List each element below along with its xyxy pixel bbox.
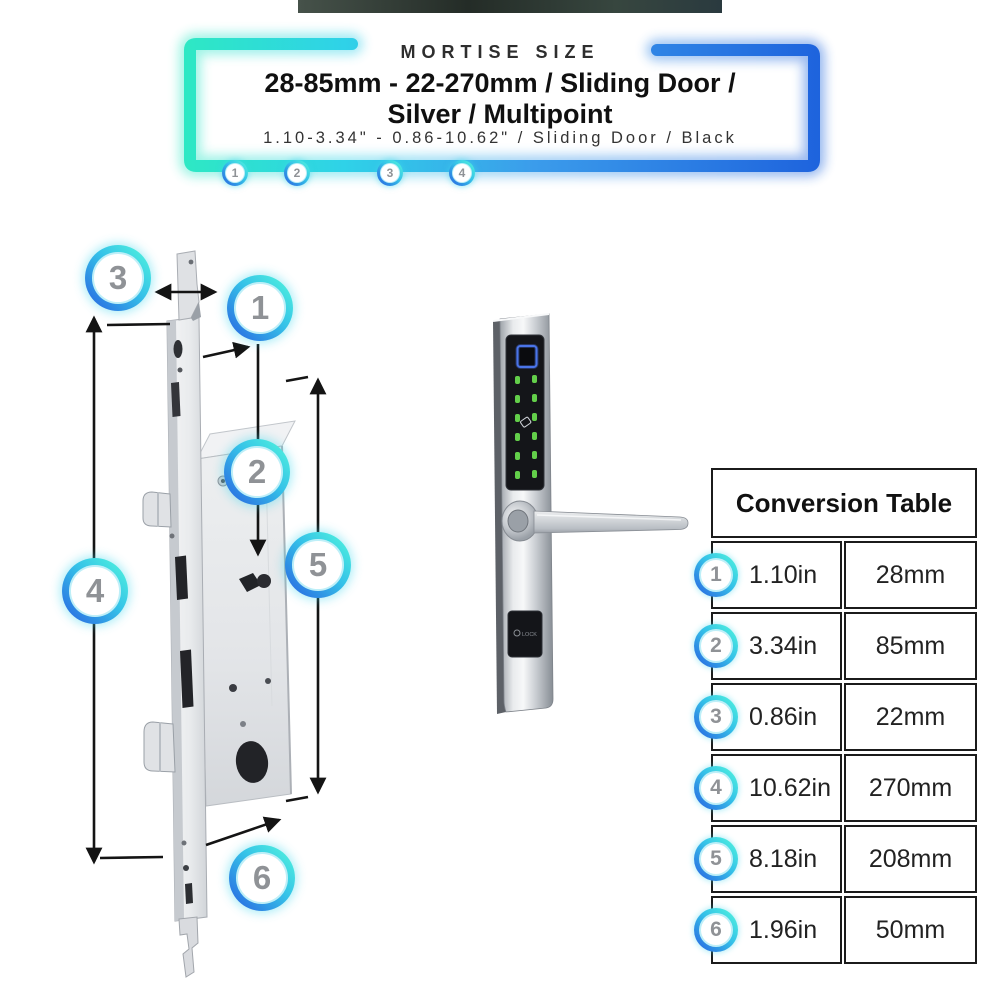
callout-1: 1 <box>227 275 293 341</box>
table-row: 5 8.18in 208mm <box>694 825 977 893</box>
top-photo-strip <box>298 0 722 13</box>
conversion-table: Conversion Table 1 1.10in 28mm 2 3.34in … <box>694 468 977 967</box>
header-kicker: MORTISE SIZE <box>400 42 600 62</box>
callout-3: 3 <box>85 245 151 311</box>
dash-top-right <box>285 375 309 383</box>
spindle-hole <box>239 573 261 592</box>
inches-cell: 0.86in <box>711 683 842 751</box>
mm-cell: 22mm <box>844 683 977 751</box>
table-row: 6 1.96in 50mm <box>694 896 977 964</box>
mm-cell: 50mm <box>844 896 977 964</box>
header-marker-4: 4 <box>449 160 475 186</box>
row-badge-1: 1 <box>694 553 738 597</box>
header-marker-1: 1 <box>222 160 248 186</box>
table-row: 3 0.86in 22mm <box>694 683 977 751</box>
table-row: 4 10.62in 270mm <box>694 754 977 822</box>
table-row: 2 3.34in 85mm <box>694 612 977 680</box>
row-badge-5: 5 <box>694 837 738 881</box>
row-badge-2: 2 <box>694 624 738 668</box>
brand-logo-text: LOCK <box>522 632 537 638</box>
brand-panel <box>507 610 543 658</box>
bottom-hook-bolt <box>178 916 199 978</box>
handle-lever <box>533 510 689 534</box>
callout-5: 5 <box>285 532 351 598</box>
tick-bottom-left <box>99 855 164 860</box>
row-badge-6: 6 <box>694 908 738 952</box>
row-badge-3: 3 <box>694 695 738 739</box>
brand-logo-icon <box>513 629 521 637</box>
callout-6: 6 <box>229 845 295 911</box>
tick-top-left <box>106 322 171 327</box>
mortise-lock-illustration <box>142 250 296 978</box>
neon-frame-stroke <box>184 38 820 172</box>
keypad-digit-lights <box>515 375 537 479</box>
fingerprint-sensor-icon <box>516 345 538 368</box>
table-row: 1 1.10in 28mm <box>694 541 977 609</box>
mm-cell: 28mm <box>844 541 977 609</box>
smart-lock-illustration: LOCK <box>492 313 689 714</box>
row-badge-4: 4 <box>694 766 738 810</box>
backset-arrow <box>202 341 251 359</box>
header-subtitle: 1.10-3.34" - 0.86-10.62" / Sliding Door … <box>263 129 737 147</box>
conversion-table-title: Conversion Table <box>711 468 977 538</box>
header-marker-3: 3 <box>377 160 403 186</box>
depth-arrow <box>205 816 282 847</box>
cylinder-hole <box>235 741 269 783</box>
neon-header-frame <box>179 33 825 177</box>
mm-cell: 270mm <box>844 754 977 822</box>
mm-cell: 85mm <box>844 612 977 680</box>
header-title-line1: 28-85mm - 22-270mm / Sliding Door / <box>264 68 736 98</box>
header-marker-2: 2 <box>284 160 310 186</box>
callout-2: 2 <box>224 439 290 505</box>
card-icon <box>520 416 532 428</box>
header-title-line2: Silver / Multipoint <box>387 99 613 129</box>
callout-4: 4 <box>62 558 128 624</box>
dash-bottom-right <box>285 795 309 803</box>
mm-cell: 208mm <box>844 825 977 893</box>
